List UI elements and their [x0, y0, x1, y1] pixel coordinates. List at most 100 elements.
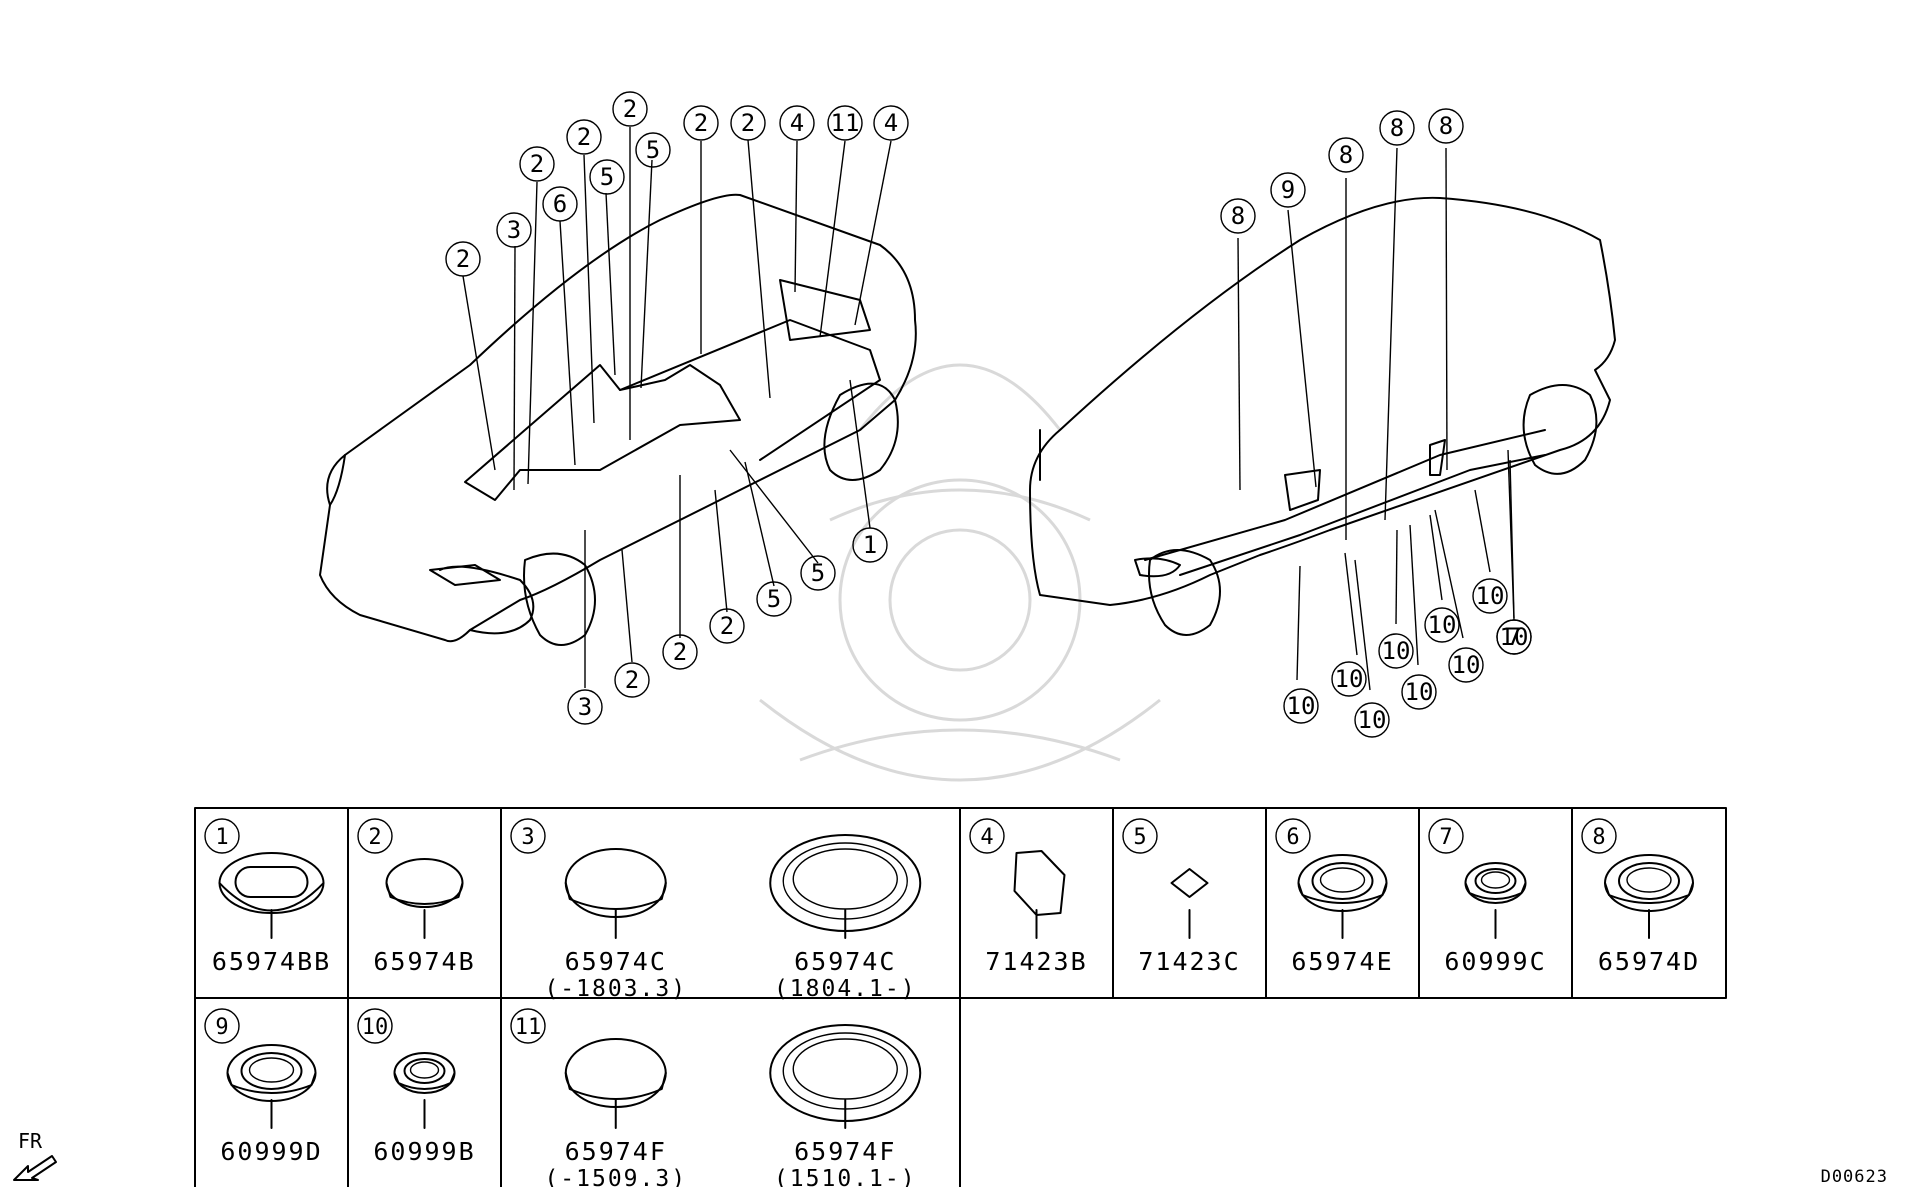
callout[interactable]: 10	[1354, 702, 1390, 738]
callout[interactable]: 10	[1472, 578, 1508, 614]
svg-text:8: 8	[1439, 112, 1453, 140]
svg-text:7: 7	[1507, 623, 1521, 651]
callout[interactable]: 10	[1378, 633, 1414, 669]
svg-text:10: 10	[1358, 706, 1387, 734]
cell-index: 10	[362, 1015, 389, 1040]
callout[interactable]: 11	[827, 105, 863, 141]
part-number: 65974C	[794, 947, 896, 976]
svg-text:10: 10	[1428, 611, 1457, 639]
svg-text:2: 2	[741, 109, 755, 137]
part-number: 71423B	[985, 947, 1087, 976]
callout[interactable]: 9	[1270, 172, 1306, 208]
cell-index-badge	[969, 818, 1005, 854]
part-range: (1510.1-)	[774, 1166, 917, 1187]
callout[interactable]: 4	[779, 105, 815, 141]
part-illustration	[393, 1052, 456, 1094]
svg-text:2: 2	[625, 666, 639, 694]
part-illustration	[218, 852, 325, 914]
callout[interactable]: 2	[683, 105, 719, 141]
cell-index-badge	[1428, 818, 1464, 854]
part-illustration	[385, 858, 464, 908]
cell-index: 9	[215, 1015, 228, 1040]
callout[interactable]: 8	[1220, 198, 1256, 234]
callout[interactable]: 3	[496, 212, 532, 248]
svg-text:3: 3	[578, 693, 592, 721]
part-illustration	[1464, 862, 1527, 904]
callout[interactable]: 5	[756, 581, 792, 617]
cell-index: 7	[1439, 825, 1452, 850]
svg-text:10: 10	[1382, 637, 1411, 665]
callout[interactable]: 2	[445, 241, 481, 277]
callout[interactable]: 10	[1448, 647, 1484, 683]
callout[interactable]: 5	[635, 132, 671, 168]
part-number: 60999B	[373, 1137, 475, 1166]
callout[interactable]: 10	[1331, 661, 1367, 697]
svg-text:5: 5	[811, 559, 825, 587]
svg-text:6: 6	[553, 190, 567, 218]
callout[interactable]: 8	[1379, 110, 1415, 146]
callout[interactable]: 10	[1283, 688, 1319, 724]
parts-cell-5[interactable]: 5 71423C	[1122, 818, 1241, 976]
part-number: 71423C	[1138, 947, 1240, 976]
part-number: 65974BB	[212, 947, 331, 976]
callout[interactable]: 5	[589, 159, 625, 195]
right-vehicle-illustration	[1029, 196, 1616, 636]
parts-cell-4[interactable]: 4 71423B	[969, 818, 1088, 976]
callout[interactable]: 1	[852, 527, 888, 563]
cell-index: 5	[1133, 825, 1146, 850]
svg-text:4: 4	[790, 109, 804, 137]
part-illustration	[564, 848, 667, 918]
svg-text:3: 3	[507, 216, 521, 244]
svg-text:2: 2	[720, 612, 734, 640]
svg-text:2: 2	[530, 150, 544, 178]
svg-text:2: 2	[694, 109, 708, 137]
left-leader-lines	[462, 127, 892, 688]
callout[interactable]: 4	[873, 105, 909, 141]
callout[interactable]: 5	[800, 555, 836, 591]
cell-index: 6	[1286, 825, 1299, 850]
callout[interactable]: 2	[662, 634, 698, 670]
callout[interactable]: 2	[709, 608, 745, 644]
callout[interactable]: 7	[1496, 449, 1532, 655]
callout[interactable]: 2	[614, 662, 650, 698]
callout[interactable]: 2	[566, 119, 602, 155]
svg-text:10: 10	[1476, 582, 1505, 610]
svg-text:5: 5	[767, 585, 781, 613]
cell-index-badge	[204, 1008, 240, 1044]
svg-text:2: 2	[577, 123, 591, 151]
part-illustration	[1604, 854, 1694, 912]
callout[interactable]: 10	[1401, 674, 1437, 710]
part-range: (1804.1-)	[774, 976, 917, 1002]
part-number: 65974F	[794, 1137, 896, 1166]
callout[interactable]: 8	[1428, 108, 1464, 144]
svg-text:9: 9	[1281, 176, 1295, 204]
part-number: 65974C	[565, 947, 667, 976]
parts-cell-1[interactable]: 1 65974BB	[204, 818, 331, 976]
cell-index-badge	[1275, 818, 1311, 854]
callout[interactable]: 3	[567, 689, 603, 725]
svg-text:2: 2	[456, 245, 470, 273]
diagram-code: D00623	[1821, 1167, 1888, 1187]
callout[interactable]: 2	[519, 146, 555, 182]
svg-text:8: 8	[1390, 114, 1404, 142]
callout[interactable]: 6	[542, 186, 578, 222]
cell-index: 1	[215, 825, 228, 850]
callout[interactable]: 10	[1424, 607, 1460, 643]
cell-index: 4	[980, 825, 993, 850]
callout[interactable]: 8	[1328, 137, 1364, 173]
callout[interactable]: 2	[612, 91, 648, 127]
svg-text:5: 5	[646, 136, 660, 164]
parts-cell-10[interactable]: 10 60999B	[357, 1008, 476, 1166]
callout[interactable]: 2	[730, 105, 766, 141]
svg-text:10: 10	[1405, 678, 1434, 706]
svg-text:8: 8	[1339, 141, 1353, 169]
cell-index: 8	[1592, 825, 1605, 850]
part-range: (-1509.3)	[544, 1166, 687, 1187]
